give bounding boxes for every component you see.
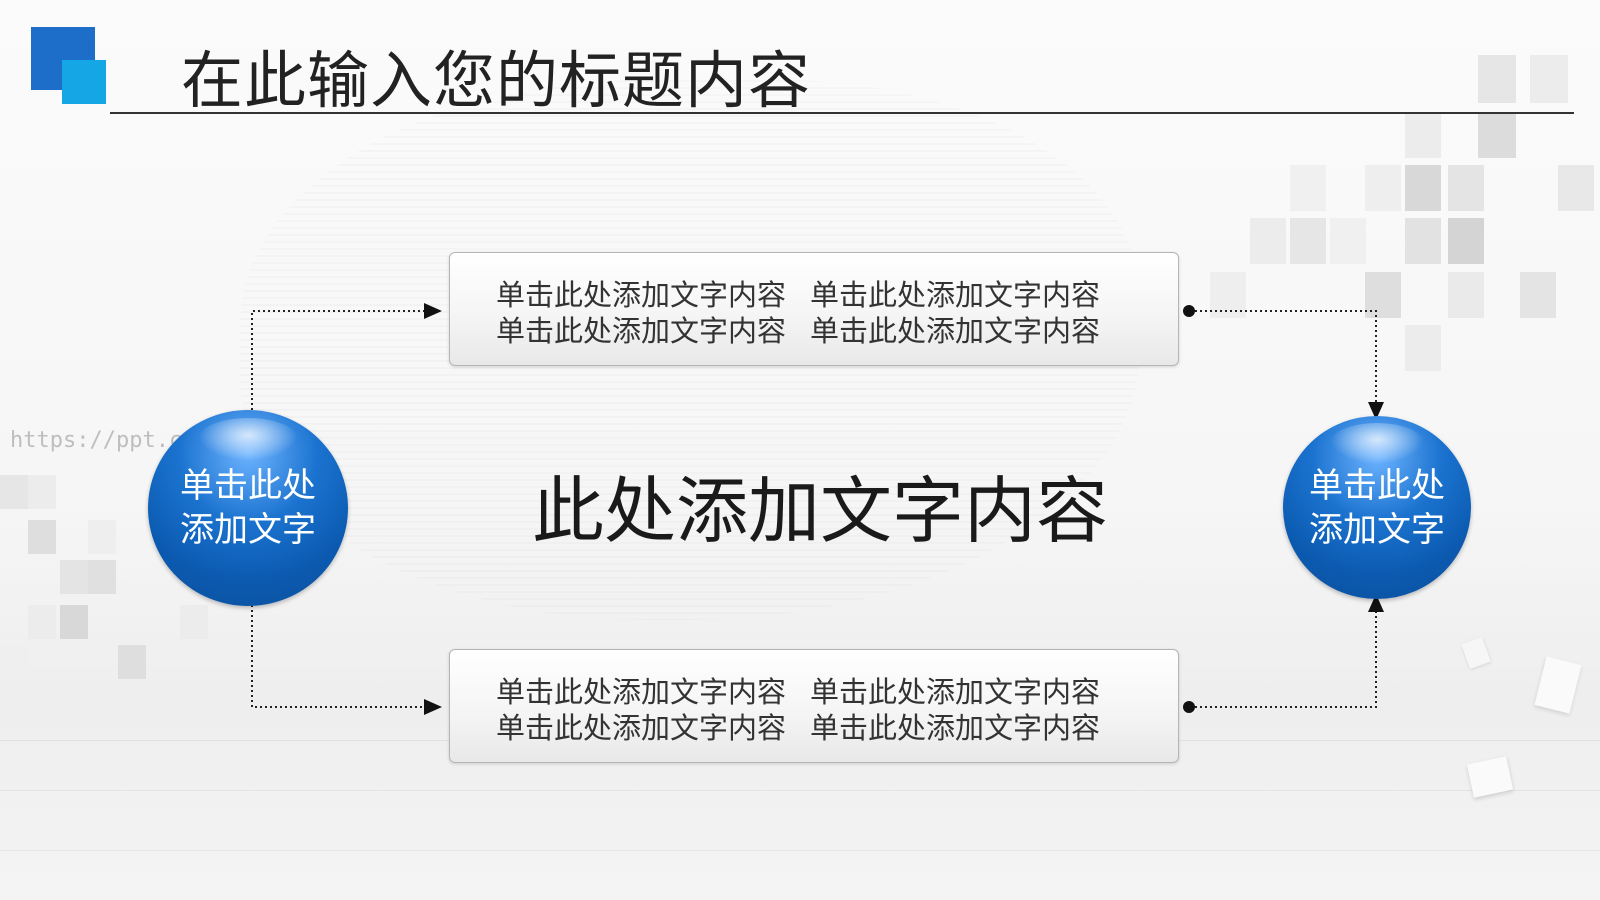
decor-tile	[118, 645, 146, 679]
connector-right-bottom	[1190, 594, 1384, 708]
bottom-box-text: 单击此处添加文字内容单击此处添加文字内容 单击此处添加文字内容单击此处添加文字内…	[496, 674, 1100, 746]
text-cell: 单击此处添加文字内容	[496, 278, 787, 312]
decor-tile	[1558, 165, 1594, 211]
decor-tile	[1405, 325, 1441, 371]
text-cell: 单击此处添加文字内容	[496, 314, 787, 348]
decor-tile	[1290, 165, 1326, 211]
floor-line	[0, 790, 1600, 791]
floor-line	[0, 850, 1600, 851]
decor-tile	[28, 475, 56, 509]
right-circle[interactable]: 单击此处 添加文字	[1283, 416, 1471, 599]
top-text-box[interactable]: 单击此处添加文字内容单击此处添加文字内容 单击此处添加文字内容单击此处添加文字内…	[449, 252, 1179, 366]
bottom-box-row-2: 单击此处添加文字内容单击此处添加文字内容	[496, 710, 1100, 746]
decor-tile	[1330, 218, 1366, 264]
decor-tile	[0, 475, 28, 509]
decor-tile	[1405, 112, 1441, 158]
decor-tile	[88, 560, 116, 594]
decor-tile	[1250, 218, 1286, 264]
left-circle-line-1: 单击此处	[180, 466, 316, 506]
right-circle-line-1: 单击此处	[1309, 465, 1445, 506]
top-box-text: 单击此处添加文字内容单击此处添加文字内容 单击此处添加文字内容单击此处添加文字内…	[496, 277, 1100, 349]
slide-title[interactable]: 在此输入您的标题内容	[181, 44, 812, 117]
decor-tile	[28, 520, 56, 554]
logo-square-light	[62, 60, 106, 104]
text-cell: 单击此处添加文字内容	[810, 278, 1101, 312]
right-circle-label: 单击此处 添加文字	[1283, 464, 1471, 552]
decor-tile	[1448, 218, 1484, 264]
text-cell: 单击此处添加文字内容	[810, 314, 1101, 348]
top-box-row-2: 单击此处添加文字内容单击此处添加文字内容	[496, 313, 1100, 349]
decor-tile	[1448, 165, 1484, 211]
center-heading[interactable]: 此处添加文字内容	[532, 469, 1109, 553]
text-cell: 单击此处添加文字内容	[496, 711, 787, 745]
connector-right-top	[1190, 310, 1384, 420]
connector-left-bottom	[251, 605, 442, 715]
decor-tile	[1405, 218, 1441, 264]
decor-tile	[1530, 55, 1568, 103]
text-cell: 单击此处添加文字内容	[810, 711, 1101, 745]
top-box-row-1: 单击此处添加文字内容单击此处添加文字内容	[496, 277, 1100, 313]
decor-tile	[1520, 272, 1556, 318]
decor-tile	[28, 605, 56, 639]
connector-dot-bottom	[1183, 701, 1195, 713]
decor-tile	[1448, 272, 1484, 318]
decor-tile	[1478, 55, 1516, 103]
decor-tile	[1405, 165, 1441, 211]
text-cell: 单击此处添加文字内容	[810, 675, 1101, 709]
text-cell: 单击此处添加文字内容	[496, 675, 787, 709]
decor-tile	[88, 520, 116, 554]
connector-left-top	[251, 303, 442, 410]
decor-tile	[60, 605, 88, 639]
decor-tile	[1478, 112, 1516, 158]
title-underline	[110, 112, 1574, 114]
circle-highlight	[1330, 423, 1424, 464]
decor-tile	[60, 560, 88, 594]
left-circle[interactable]: 单击此处 添加文字	[148, 410, 348, 606]
bottom-box-row-1: 单击此处添加文字内容单击此处添加文字内容	[496, 674, 1100, 710]
right-circle-line-2: 添加文字	[1309, 509, 1445, 550]
connector-dot-top	[1183, 305, 1195, 317]
left-circle-label: 单击此处 添加文字	[148, 464, 348, 552]
decor-tile	[1365, 165, 1401, 211]
decor-tile	[1290, 218, 1326, 264]
bottom-text-box[interactable]: 单击此处添加文字内容单击此处添加文字内容 单击此处添加文字内容单击此处添加文字内…	[449, 649, 1179, 763]
left-circle-line-2: 添加文字	[180, 510, 316, 550]
decor-tile	[0, 645, 28, 679]
decor-tile	[180, 605, 208, 639]
circle-highlight	[198, 417, 298, 461]
